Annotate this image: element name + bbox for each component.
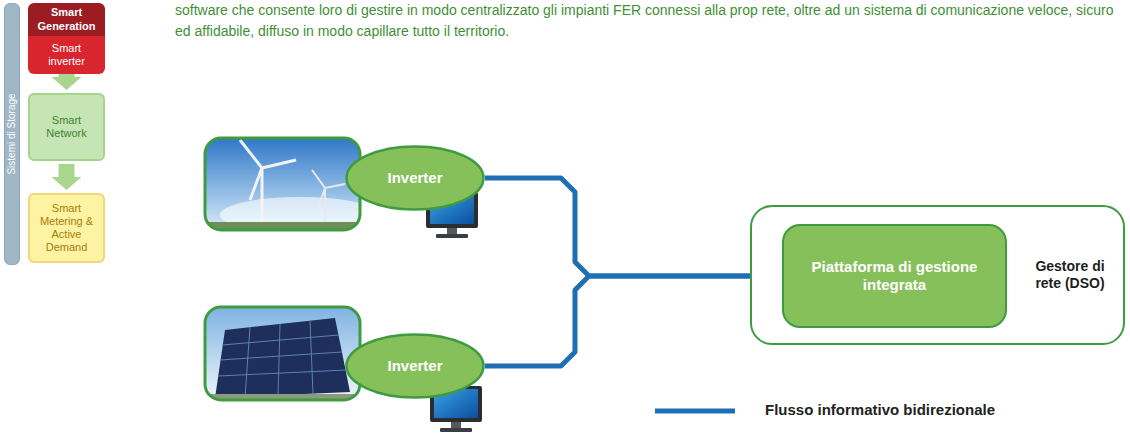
- inverter-ellipse: Inverter: [345, 145, 485, 211]
- metering-box: Smart Metering & Active Demand: [28, 193, 105, 263]
- legend-line-sample: [655, 409, 735, 414]
- network-box: Smart Network: [28, 93, 105, 161]
- node-text: Inverter: [381, 169, 448, 187]
- operator-box: Gestore di rete (DSO) Piattaforma di gest…: [750, 205, 1125, 345]
- node-text: Smart Network: [30, 114, 103, 140]
- solar-photo: [205, 307, 360, 402]
- info-flow-line: [485, 178, 782, 276]
- generation-box: Smart GenerationSmart inverter: [28, 3, 105, 60]
- node-text: Smart Generation: [28, 3, 105, 36]
- node-text: Smart Metering & Active Demand: [30, 202, 103, 255]
- body-paragraph: software che consente loro di gestire in…: [175, 0, 1125, 42]
- node-text: Inverter: [381, 357, 448, 375]
- legend-text: Flusso informativo bidirezionale: [765, 401, 995, 418]
- inverter-box: Smart inverter: [28, 36, 105, 74]
- node-text: Smart inverter: [28, 42, 105, 68]
- block-arrow: [52, 164, 82, 190]
- storage-band: Sistemi di Storage: [4, 3, 20, 265]
- inverter-ellipse: Inverter: [345, 333, 485, 399]
- node-text: Sistemi di Storage: [6, 93, 18, 174]
- node-text: Piattaforma di gestione integrata: [784, 258, 1005, 294]
- platform-box: Piattaforma di gestione integrata: [782, 224, 1007, 328]
- node-text: Gestore di rete (DSO): [1025, 258, 1115, 292]
- info-flow-line: [485, 276, 782, 366]
